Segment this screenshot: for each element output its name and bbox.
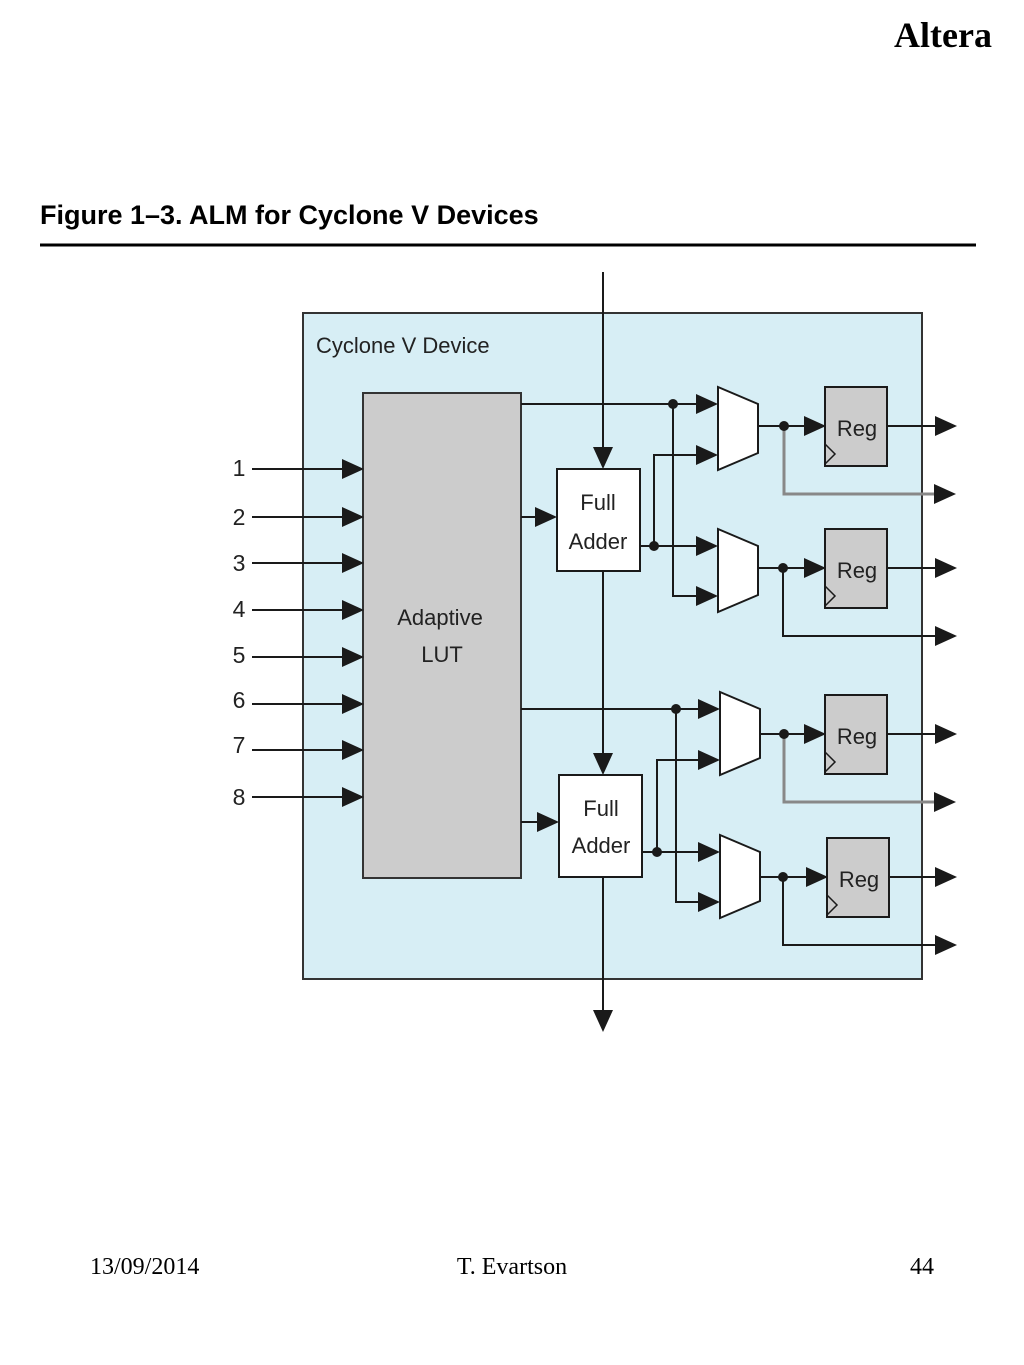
- mux-3: [719, 690, 761, 777]
- input-label-3: 3: [233, 550, 246, 576]
- footer-author: T. Evartson: [456, 1254, 568, 1280]
- footer-page-number: 44: [910, 1254, 934, 1280]
- adaptive-lut-block: [362, 392, 522, 879]
- input-label-5: 5: [233, 642, 246, 668]
- full-adder-top: [556, 468, 641, 572]
- reg-label: Reg: [837, 724, 877, 749]
- slide-title: Altera: [894, 15, 992, 55]
- reg-label: Reg: [837, 558, 877, 583]
- junction-dot: [778, 563, 788, 573]
- input-label-2: 2: [233, 504, 246, 530]
- arrow-head: [934, 792, 956, 812]
- lut-label-line2: LUT: [421, 642, 463, 667]
- adder-top-label-line1: Full: [580, 490, 615, 515]
- register-2: Reg: [824, 528, 888, 609]
- footer-date: 13/09/2014: [90, 1254, 200, 1280]
- input-lines: [252, 459, 364, 807]
- junction-dot: [779, 729, 789, 739]
- junction-dot: [652, 847, 662, 857]
- junction-dot: [668, 399, 678, 409]
- register-3: Reg: [824, 694, 888, 775]
- input-label-7: 7: [233, 732, 246, 758]
- register-4: Reg: [826, 837, 890, 918]
- device-label: Cyclone V Device: [316, 333, 490, 358]
- feedback-wiring: [782, 426, 940, 804]
- adder-bottom-label-line2: Adder: [572, 833, 631, 858]
- full-adder-bottom: [558, 774, 643, 878]
- mux-output-wiring: [758, 416, 957, 955]
- mux-4: [719, 833, 761, 920]
- junction-dot: [779, 421, 789, 431]
- junction-dot: [671, 704, 681, 714]
- input-label-6: 6: [233, 687, 246, 713]
- figure-caption: Figure 1–3. ALM for Cyclone V Devices: [40, 200, 539, 230]
- mux-2: [717, 527, 759, 614]
- input-label-1: 1: [233, 455, 246, 481]
- register-1: Reg: [824, 386, 888, 467]
- arrow-head: [934, 484, 956, 504]
- reg-label: Reg: [839, 867, 879, 892]
- junction-dot: [649, 541, 659, 551]
- adder-top-label-line2: Adder: [569, 529, 628, 554]
- input-label-4: 4: [233, 596, 246, 622]
- mux-1: [717, 385, 759, 472]
- register-outputs: [887, 416, 957, 887]
- lut-label-line1: Adaptive: [397, 605, 483, 630]
- reg-label: Reg: [837, 416, 877, 441]
- junction-dot: [778, 872, 788, 882]
- input-label-8: 8: [233, 784, 246, 810]
- lut-to-adder-wires: [521, 507, 559, 832]
- adder-bottom-label-line1: Full: [583, 796, 618, 821]
